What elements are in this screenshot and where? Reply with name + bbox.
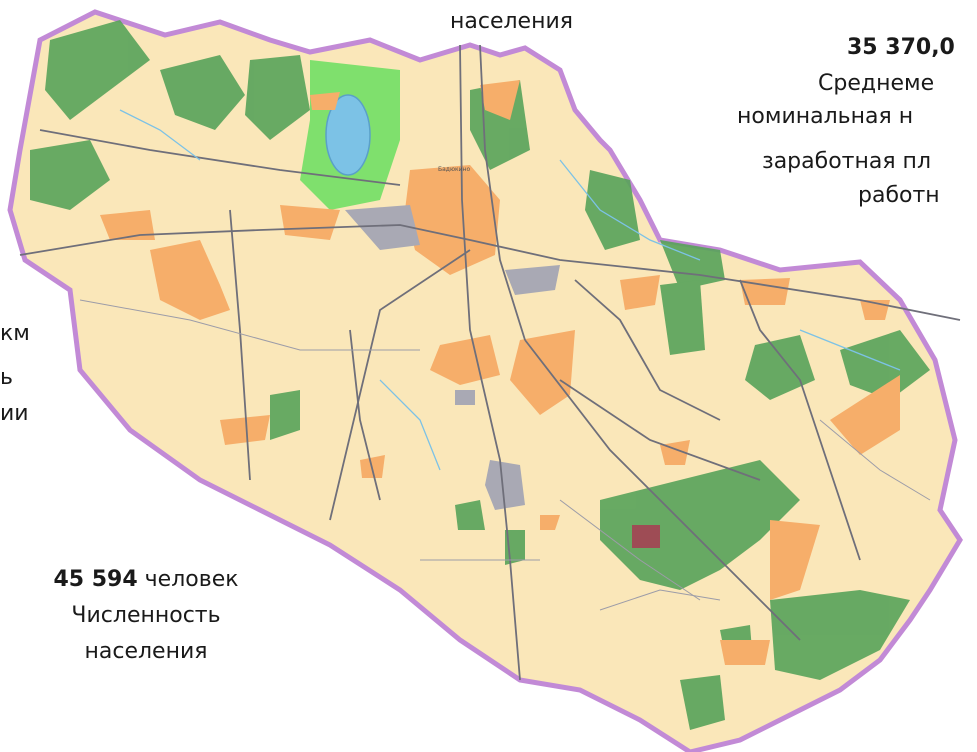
wage-value: 35 370,0: [847, 35, 955, 60]
population-label-1: Численность: [71, 603, 221, 628]
roads: [19, 44, 961, 681]
area-line-1: км: [0, 321, 30, 346]
population-top-label: населения: [450, 9, 574, 34]
population-label-2: населения: [84, 639, 208, 664]
population-value: 45 594: [53, 567, 138, 592]
area-line-2: ь: [0, 365, 13, 390]
industrial-zones: [345, 205, 660, 548]
forest-areas: [30, 20, 930, 730]
settlements: [100, 80, 900, 665]
population-unit: человек: [144, 567, 239, 592]
area-line-3: ии: [0, 401, 29, 426]
wage-label-4: работн: [858, 183, 940, 208]
wage-label-1: Среднеме: [818, 71, 935, 96]
town-label: Бадюкино: [438, 166, 471, 173]
wage-label-3: заработная пл: [762, 149, 932, 174]
lake: [325, 94, 371, 176]
wage-label-2: номинальная н: [737, 104, 914, 129]
rivers: [119, 109, 901, 471]
population-stat: 45 594 человек: [26, 566, 266, 594]
minor-roads: [79, 299, 931, 611]
